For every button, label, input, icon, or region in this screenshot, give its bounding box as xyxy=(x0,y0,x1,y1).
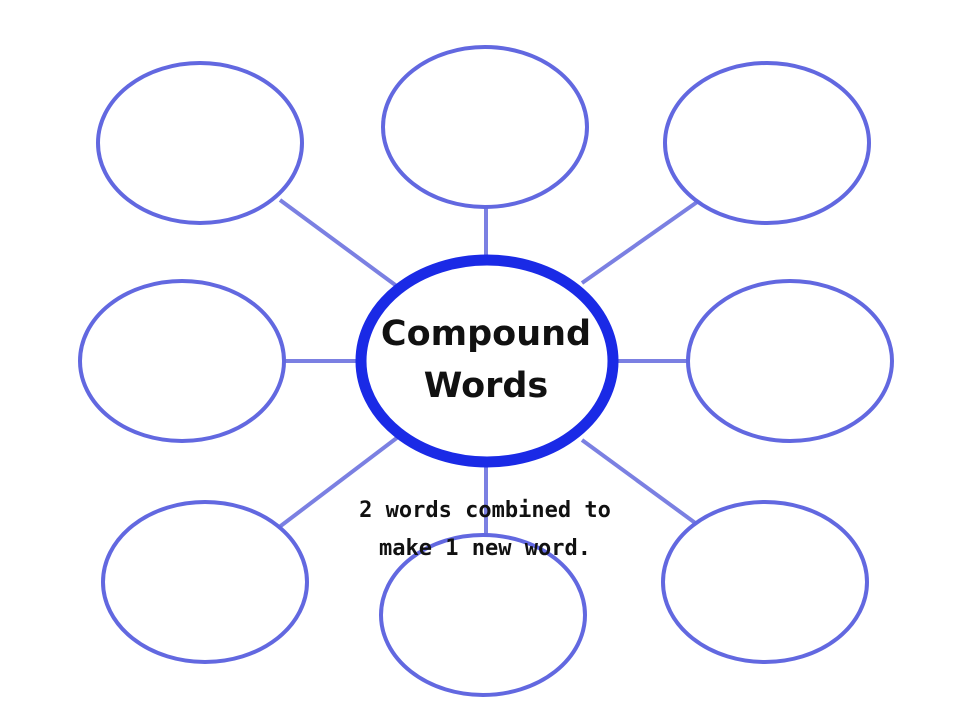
node-bottom-left xyxy=(101,500,309,664)
spoke-top-left xyxy=(278,198,400,289)
node-left xyxy=(78,279,286,443)
center-label-line-1: Compound xyxy=(380,314,592,354)
node-right xyxy=(686,279,894,443)
node-top xyxy=(381,45,589,209)
spokes xyxy=(276,198,702,535)
spoke-bottom-left xyxy=(276,435,400,530)
node-top-left xyxy=(96,61,304,225)
spoke-top-right xyxy=(580,198,702,285)
node-top-right xyxy=(663,61,871,225)
definition-text: 2 words combined to make 1 new word. xyxy=(300,492,670,568)
outer-nodes xyxy=(78,45,894,697)
center-label-line-2: Words xyxy=(423,366,549,406)
spoke-bottom-right xyxy=(580,438,700,527)
node-bottom-right xyxy=(661,500,869,664)
node-bottom xyxy=(379,533,587,697)
definition-line-1: 2 words combined to xyxy=(359,498,611,523)
center-node-label: Compound Words xyxy=(370,308,602,412)
definition-line-2: make 1 new word. xyxy=(379,536,591,561)
center-node xyxy=(355,254,619,468)
